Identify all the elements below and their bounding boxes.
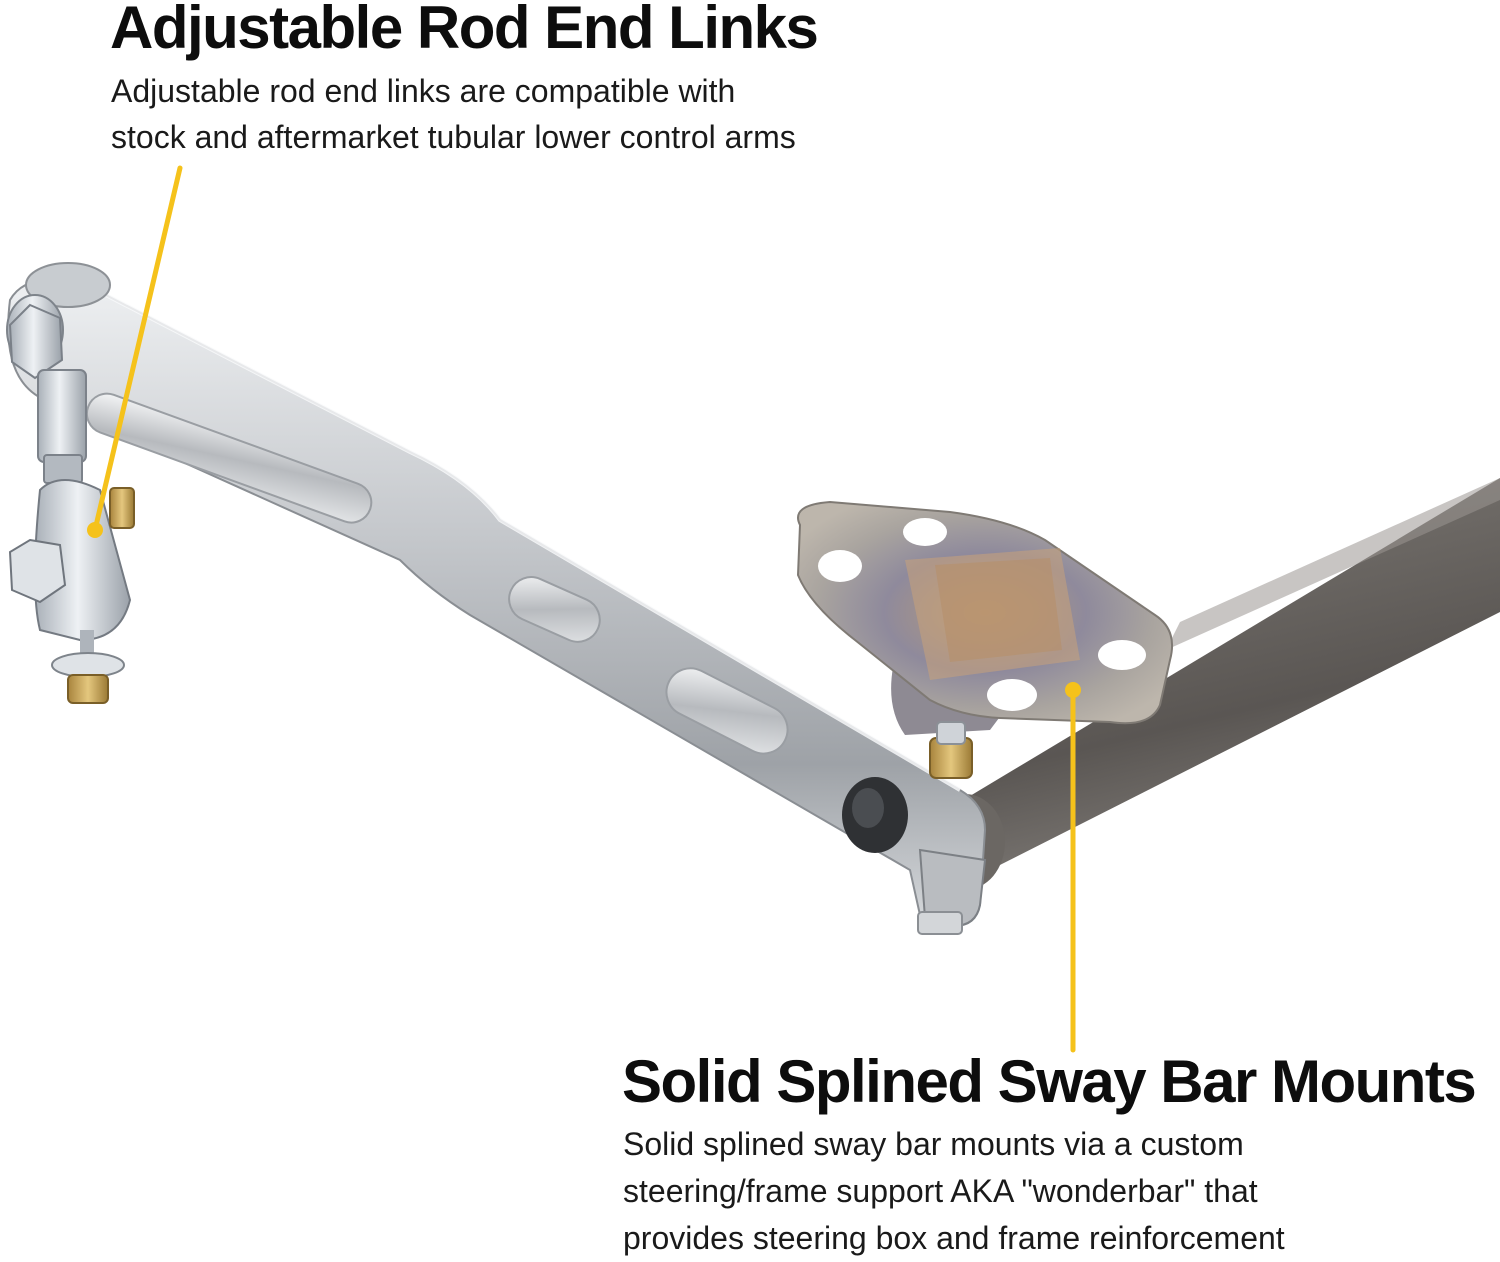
description-line: provides steering box and frame reinforc… — [623, 1220, 1285, 1256]
description-line: steering/frame support AKA "wonderbar" t… — [623, 1173, 1258, 1209]
polished-sway-bar-arm — [7, 279, 987, 935]
rod-end-leader-line — [92, 165, 183, 533]
adjustable-rod-end-link — [8, 369, 135, 704]
rod-end-leader-dot — [87, 522, 103, 538]
description-line: Adjustable rod end links are compatible … — [111, 73, 736, 109]
description-line: stock and aftermarket tubular lower cont… — [111, 119, 796, 155]
description-line: Solid splined sway bar mounts via a cust… — [623, 1126, 1244, 1162]
rod-end-links-description: Adjustable rod end links are compatible … — [111, 68, 796, 160]
sway-bar-mounts-description: Solid splined sway bar mounts via a cust… — [623, 1121, 1285, 1262]
arm-end-nut — [929, 721, 973, 779]
callout-leader-lines — [87, 165, 1081, 1053]
mount-leader-dot — [1065, 682, 1081, 698]
top-pivot-bolt — [6, 262, 111, 380]
sway-bar-mounts-heading: Solid Splined Sway Bar Mounts — [622, 1048, 1477, 1115]
rod-end-links-heading: Adjustable Rod End Links — [110, 0, 819, 61]
mount-bracket — [796, 500, 1174, 735]
